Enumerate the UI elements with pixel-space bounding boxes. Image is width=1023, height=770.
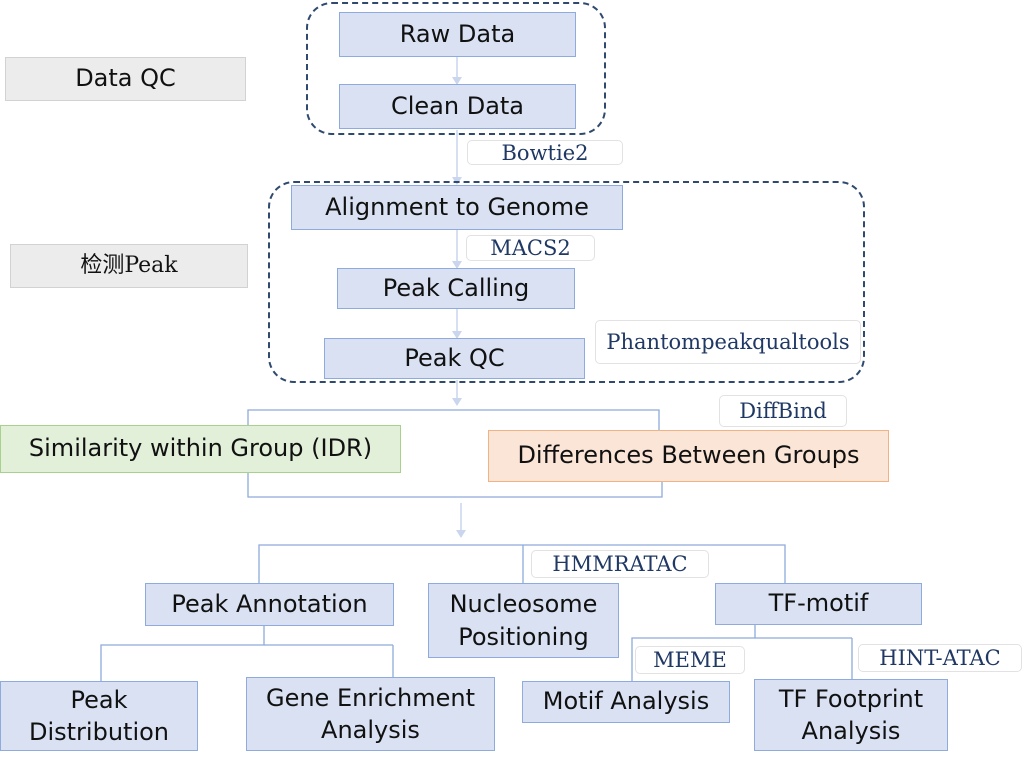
motif-split-lines: [631, 624, 756, 681]
raw-data-node: Raw Data: [339, 12, 576, 57]
tf-motif-node: TF-motif: [715, 583, 922, 625]
branch-split-lines: [247, 409, 660, 430]
tool-label-diffbind: DiffBind: [719, 395, 847, 427]
tool-label-meme: MEME: [635, 646, 745, 674]
clean-data-node: Clean Data: [339, 84, 576, 129]
peak-qc-node: Peak QC: [324, 338, 585, 379]
branch-merge-lines: [247, 473, 663, 498]
stage-label-data-qc: Data QC: [5, 57, 246, 101]
similarity-node: Similarity within Group (IDR): [0, 425, 401, 473]
downstream-split-lines: [258, 544, 786, 583]
alignment-node: Alignment to Genome: [291, 185, 623, 230]
gene-enrichment-node: Gene Enrichment Analysis: [246, 677, 495, 751]
peak-calling-node: Peak Calling: [337, 268, 575, 309]
data-qc-group: [306, 2, 606, 135]
annotation-split-lines: [100, 626, 265, 681]
differences-node: Differences Between Groups: [488, 430, 889, 482]
stage-label-peak-detection: 检测Peak: [10, 244, 248, 288]
tool-label-macs2: MACS2: [466, 235, 595, 261]
tool-label-phantompeakqualtools: Phantompeakqualtools: [595, 320, 861, 364]
peak-detection-group: [268, 181, 865, 383]
tool-label-hmmratac: HMMRATAC: [531, 550, 709, 578]
peak-distribution-node: Peak Distribution: [0, 681, 198, 751]
tool-label-hint-atac: HINT-ATAC: [858, 644, 1022, 672]
tool-label-bowtie2: Bowtie2: [467, 140, 623, 165]
motif-analysis-node: Motif Analysis: [522, 681, 730, 723]
tf-footprint-node: TF Footprint Analysis: [754, 679, 948, 751]
peak-annotation-node: Peak Annotation: [145, 583, 394, 626]
nucleosome-positioning-node: Nucleosome Positioning: [428, 583, 619, 658]
